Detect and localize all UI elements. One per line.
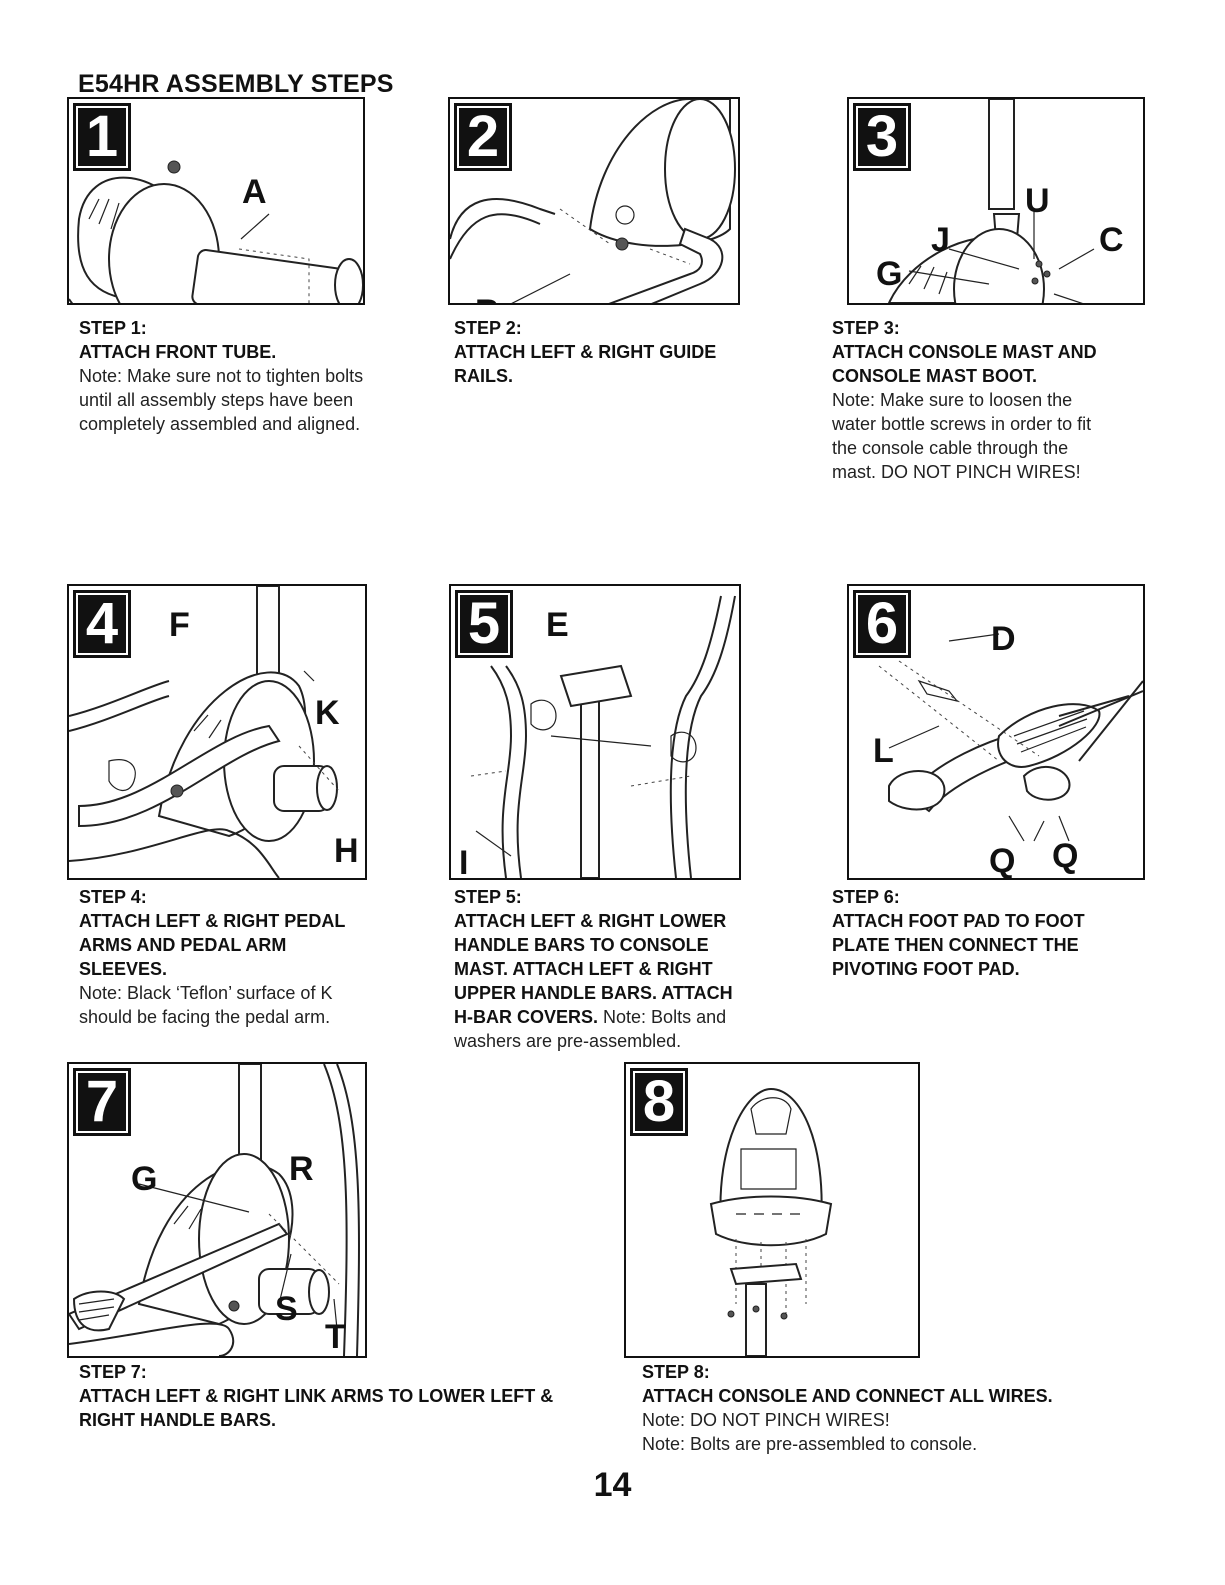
step-1-illustration: 1 A — [67, 97, 365, 305]
step-1-heading: ATTACH FRONT TUBE. — [79, 342, 277, 362]
callout-b: B — [475, 295, 500, 303]
step-7-label: STEP 7: — [79, 1362, 147, 1382]
callout-u: U — [1025, 182, 1050, 220]
step-1-note: Note: Make sure not to tighten bolts unt… — [79, 366, 364, 434]
callout-g-step7: G — [131, 1160, 158, 1198]
step-8-label: STEP 8: — [642, 1362, 710, 1382]
page-title: E54HR ASSEMBLY STEPS — [78, 70, 394, 98]
pedal-arms-drawing — [69, 586, 340, 878]
step-8-caption: STEP 8: ATTACH CONSOLE AND CONNECT ALL W… — [642, 1360, 1082, 1456]
step-2-heading: ATTACH LEFT & RIGHT GUIDE RAILS. — [454, 342, 717, 386]
callout-r: R — [289, 1150, 314, 1188]
step-3-badge: 3 — [853, 103, 911, 171]
step-6-badge: 6 — [853, 590, 911, 658]
foot-pad-drawing — [878, 633, 1143, 842]
callout-b-step3: B — [1105, 299, 1130, 303]
callout-j: J — [931, 221, 950, 259]
step-7-caption: STEP 7: ATTACH LEFT & RIGHT LINK ARMS TO… — [79, 1360, 569, 1432]
step-7-badge: 7 — [73, 1068, 131, 1136]
step-7-heading: ATTACH LEFT & RIGHT LINK ARMS TO LOWER L… — [79, 1386, 554, 1430]
step-7-illustration: 7 G R S T — [67, 1062, 367, 1358]
step-8-badge: 8 — [630, 1068, 688, 1136]
callout-l: L — [873, 732, 894, 770]
callout-t: T — [325, 1318, 346, 1356]
page-number: 14 — [593, 1466, 632, 1504]
step-1-badge: 1 — [73, 103, 131, 171]
step-6-label: STEP 6: — [832, 887, 900, 907]
step-5-heading: ATTACH LEFT & RIGHT LOWER HANDLE BARS TO… — [454, 911, 733, 1027]
step-8-note-2: Note: Bolts are pre-assembled to console… — [642, 1434, 978, 1454]
step-2-label: STEP 2: — [454, 318, 522, 338]
link-arms-drawing — [69, 1064, 360, 1356]
step-4-heading: ATTACH LEFT & RIGHT PEDAL ARMS AND PEDAL… — [79, 911, 345, 979]
step-2-badge: 2 — [454, 103, 512, 171]
step-3-label: STEP 3: — [832, 318, 900, 338]
front-tube-drawing — [69, 160, 363, 303]
step-2-caption: STEP 2: ATTACH LEFT & RIGHT GUIDE RAILS. — [454, 316, 744, 388]
step-1-label: STEP 1: — [79, 318, 147, 338]
step-3-heading: ATTACH CONSOLE MAST AND CONSOLE MAST BOO… — [832, 342, 1097, 386]
guide-rails-drawing — [450, 99, 736, 303]
callout-e: E — [546, 606, 569, 644]
step-3-note: Note: Make sure to loosen the water bott… — [832, 390, 1092, 482]
callout-f: F — [169, 606, 190, 644]
step-6-illustration: 6 D L Q Q — [847, 584, 1145, 880]
callout-q-right: Q — [1052, 837, 1079, 875]
step-6-caption: STEP 6: ATTACH FOOT PAD TO FOOT PLATE TH… — [832, 885, 1107, 981]
step-3-caption: STEP 3: ATTACH CONSOLE MAST AND CONSOLE … — [832, 316, 1097, 484]
step-1-caption: STEP 1: ATTACH FRONT TUBE. Note: Make su… — [79, 316, 379, 436]
step-4-label: STEP 4: — [79, 887, 147, 907]
step-6-heading: ATTACH FOOT PAD TO FOOT PLATE THEN CONNE… — [832, 911, 1085, 979]
step-4-illustration: 4 F K H — [67, 584, 367, 880]
step-5-badge: 5 — [455, 590, 513, 658]
step-4-caption: STEP 4: ATTACH LEFT & RIGHT PEDAL ARMS A… — [79, 885, 369, 1029]
callout-g: G — [876, 255, 903, 293]
step-2-illustration: 2 B — [448, 97, 740, 305]
step-5-caption: STEP 5: ATTACH LEFT & RIGHT LOWER HANDLE… — [454, 885, 749, 1053]
callout-a: A — [242, 173, 267, 211]
callout-k: K — [315, 694, 340, 732]
step-8-heading: ATTACH CONSOLE AND CONNECT ALL WIRES. — [642, 1386, 1053, 1406]
step-4-badge: 4 — [73, 590, 131, 658]
step-5-illustration: 5 E I — [449, 584, 741, 880]
step-5-label: STEP 5: — [454, 887, 522, 907]
step-8-note: Note: DO NOT PINCH WIRES! — [642, 1410, 890, 1430]
callout-c: C — [1099, 221, 1124, 259]
callout-d: D — [991, 620, 1016, 658]
console-drawing — [709, 1087, 833, 1356]
step-5-note: Note: Bolts and washers are pre-assemble… — [454, 1007, 727, 1051]
console-mast-drawing — [887, 99, 1095, 303]
callout-s: S — [275, 1290, 298, 1328]
step-3-illustration: 3 U J C G B — [847, 97, 1145, 305]
callout-i: I — [459, 844, 469, 880]
step-8-illustration: 8 — [624, 1062, 920, 1358]
step-4-note: Note: Black ‘Teflon’ surface of K should… — [79, 983, 333, 1027]
callout-h: H — [334, 832, 359, 870]
callout-q-left: Q — [989, 842, 1016, 880]
handle-bars-drawing — [470, 595, 736, 878]
